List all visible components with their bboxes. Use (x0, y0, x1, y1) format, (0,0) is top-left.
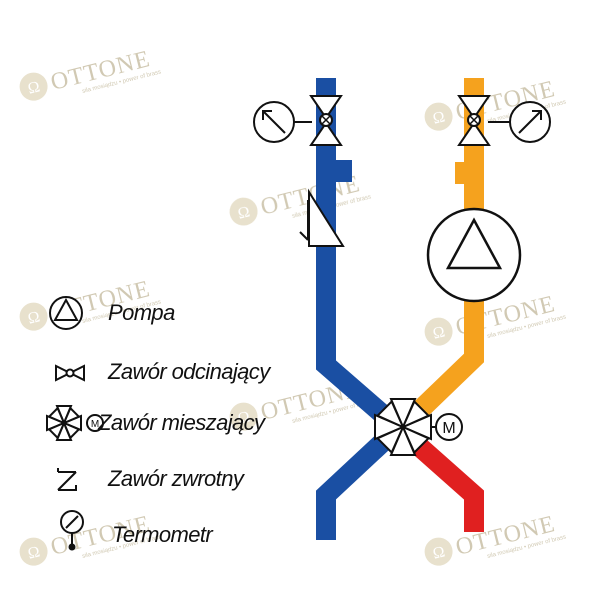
hot-pipe-segment (405, 432, 484, 532)
svg-text:Ω: Ω (236, 203, 252, 222)
cold-pipe-upper (316, 78, 402, 433)
mixing-valve-icon: M (46, 405, 104, 441)
shutoff-valve-left (309, 95, 343, 146)
thermometer-right (488, 101, 551, 143)
shutoff-valve-icon (55, 364, 85, 382)
cold-pipe-tee (330, 160, 352, 182)
svg-text:Ω: Ω (431, 543, 447, 562)
legend-motor-label: M (91, 419, 99, 430)
thermometer-left (253, 101, 312, 143)
legend-label-shutoff-valve: Zawór odcinający (108, 359, 270, 384)
check-valve-icon (57, 468, 77, 491)
watermark: Ω OTTONE siła mosiądzu • power of brass (19, 46, 162, 101)
svg-text:Ω: Ω (236, 408, 252, 427)
thermometer-icon (60, 510, 84, 551)
svg-text:Ω: Ω (431, 108, 447, 127)
watermark: Ω OTTONE siła mosiądzu • power of brass (424, 511, 567, 566)
svg-text:Ω: Ω (431, 323, 447, 342)
svg-text:Ω: Ω (26, 308, 42, 327)
pump-icon (49, 296, 83, 330)
cold-pipe-lower (316, 432, 392, 540)
motor-actuator (435, 413, 463, 441)
legend-label-check-valve: Zawór zwrotny (108, 466, 244, 491)
pump (426, 207, 522, 303)
warm-pipe-lower (413, 300, 484, 418)
legend-label-mixing-valve: Zawór mieszający (98, 410, 265, 435)
shutoff-valve-right (457, 95, 491, 146)
legend-label-pump: Pompa (108, 300, 175, 325)
mixing-valve: M (374, 398, 463, 456)
motor-label: M (442, 420, 455, 437)
legend-icons: M (46, 296, 104, 551)
hot-pipe (405, 432, 484, 532)
svg-text:Ω: Ω (26, 543, 42, 562)
legend-label-thermometer: Termometr (112, 522, 213, 547)
check-valve-left (299, 188, 345, 247)
warm-pipe-tee (455, 162, 477, 184)
svg-text:Ω: Ω (26, 78, 42, 97)
cold-pipe (316, 78, 402, 540)
